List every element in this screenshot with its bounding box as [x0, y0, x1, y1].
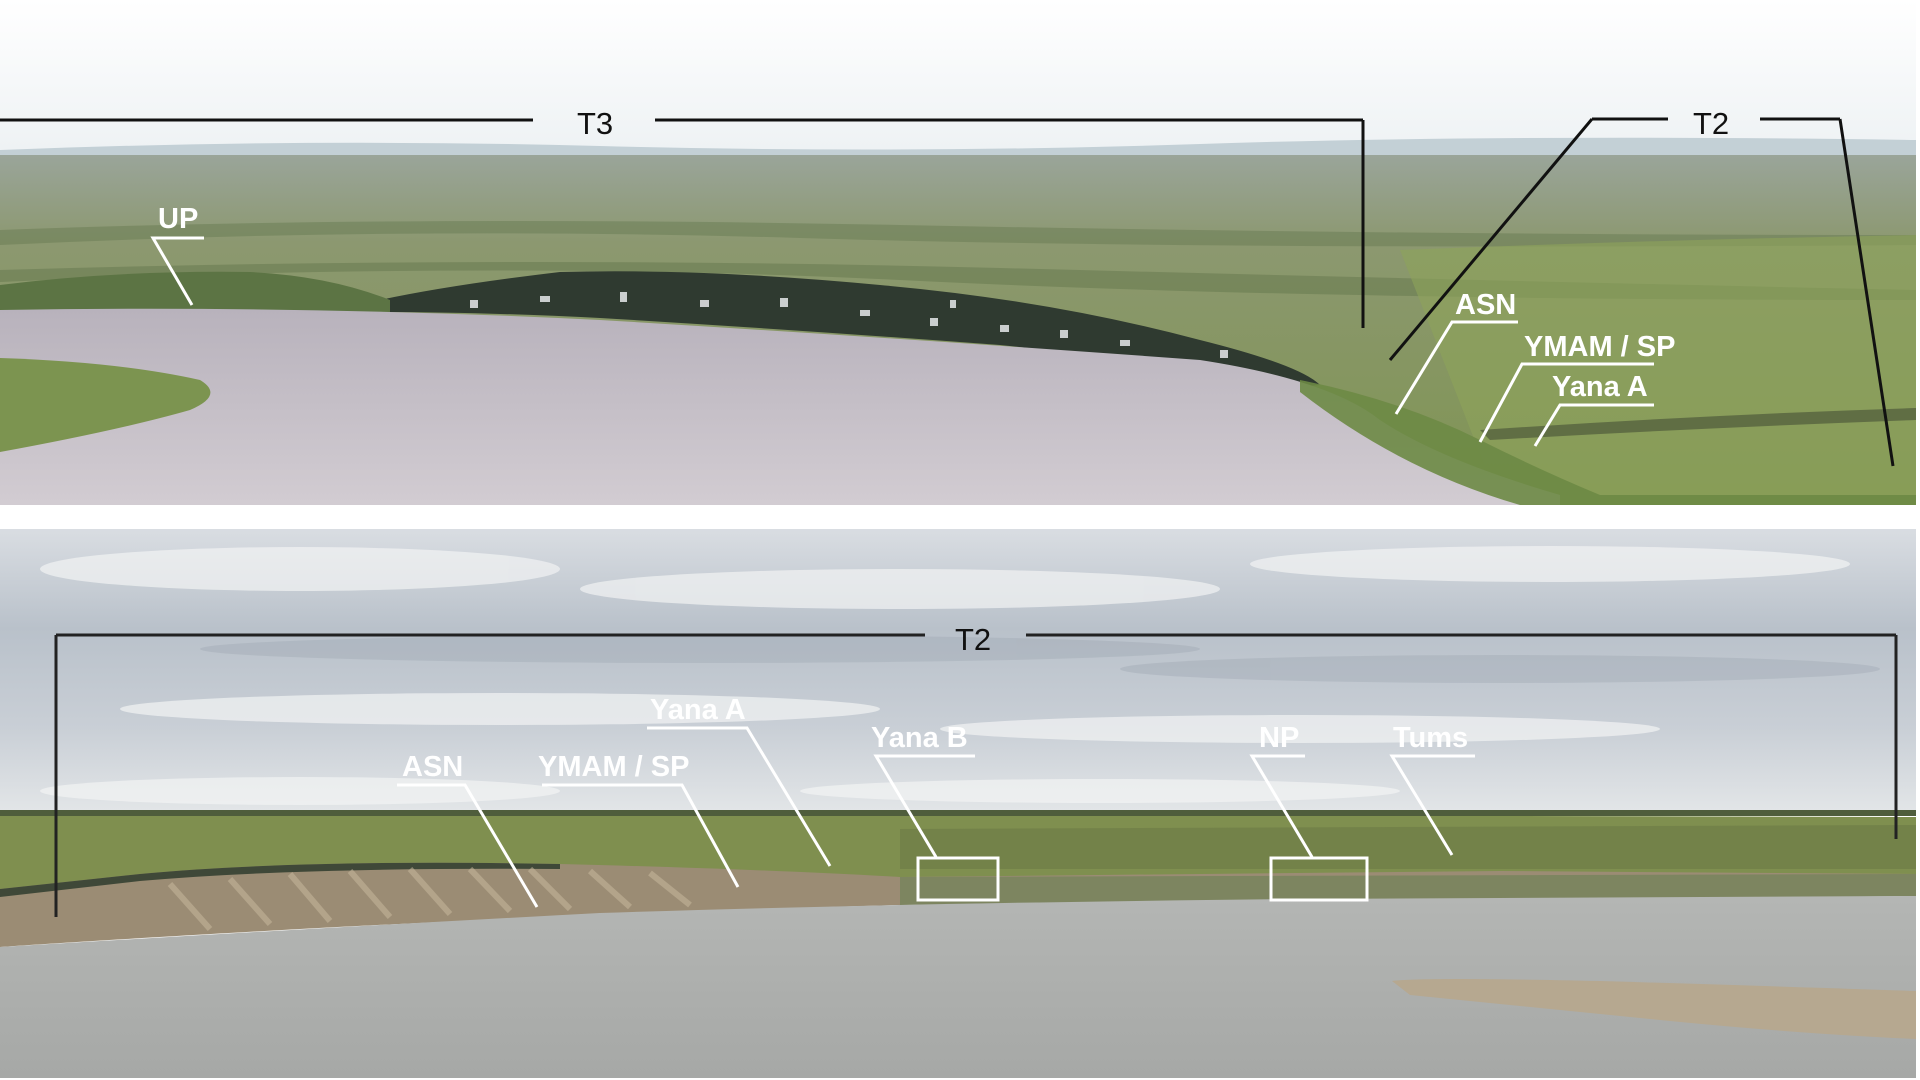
up-leader	[150, 236, 204, 306]
top-landscape-photo: T3 T2 UP ASN YMAM / SP Yana A	[0, 0, 1916, 505]
t3-bracket	[0, 118, 1365, 328]
asn-leader-top	[1394, 320, 1518, 415]
ymam-sp-label-bottom: YMAM / SP	[538, 751, 689, 783]
asn-label-top: ASN	[1455, 289, 1516, 321]
bottom-landscape-photo: T2 ASN YMAM / SP Yana A Yana B NP	[0, 529, 1916, 1078]
yana-b-highlight-box	[916, 856, 1000, 902]
np-leader	[1249, 754, 1314, 858]
tums-leader	[1389, 754, 1475, 856]
np-highlight-box	[1269, 856, 1369, 902]
yana-a-leader-bottom	[647, 726, 832, 867]
t2-bracket-top	[1388, 117, 1895, 467]
t2-label-bottom: T2	[955, 622, 991, 657]
asn-leader-bottom	[397, 783, 539, 908]
tums-label: Tums	[1393, 722, 1468, 754]
yana-a-label-top: Yana A	[1552, 371, 1648, 403]
asn-label-bottom: ASN	[402, 751, 463, 783]
ymam-sp-label-top: YMAM / SP	[1524, 331, 1675, 363]
t3-label: T3	[577, 106, 613, 141]
t2-label-top: T2	[1693, 106, 1729, 141]
top-photo-panel: T3 T2 UP ASN YMAM / SP Yana A	[0, 0, 1916, 505]
ymam-sp-leader-top	[1478, 362, 1654, 443]
bottom-photo-panel: T2 ASN YMAM / SP Yana A Yana B NP	[0, 529, 1916, 1078]
t2-bracket-bottom	[54, 633, 1898, 917]
yana-a-label-bottom: Yana A	[650, 694, 746, 726]
np-label: NP	[1259, 722, 1299, 754]
yana-b-label: Yana B	[871, 722, 968, 754]
yana-b-leader	[873, 754, 975, 858]
yana-a-leader-top	[1533, 403, 1654, 447]
up-label: UP	[158, 203, 198, 235]
ymam-sp-leader-bottom	[542, 783, 740, 888]
